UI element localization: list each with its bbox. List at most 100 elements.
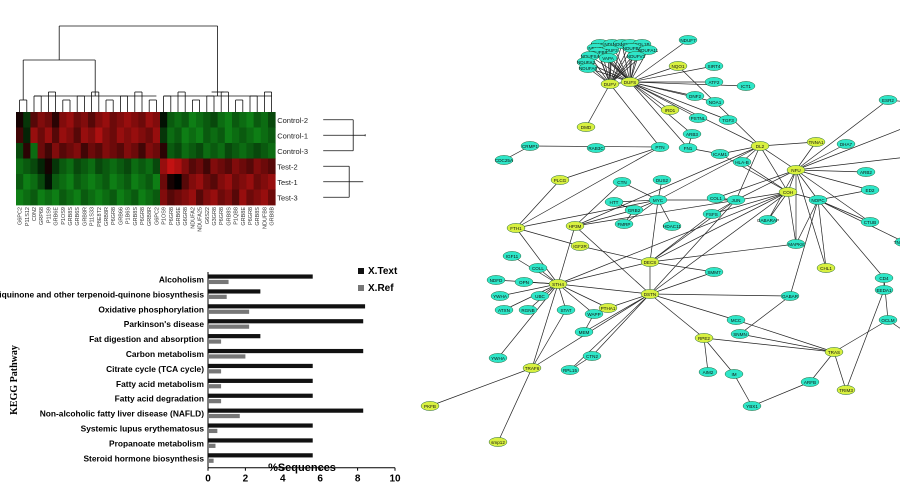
network-node xyxy=(894,237,900,247)
heatmap-cell xyxy=(124,127,132,144)
heatmap-cell xyxy=(260,158,269,175)
heatmap-col-label: NDUFA25 xyxy=(198,207,204,232)
heatmap-cell xyxy=(188,112,197,128)
network-edge xyxy=(531,309,567,369)
heatmap-cell xyxy=(131,158,139,175)
heatmap-cell xyxy=(95,143,103,159)
x-tick-label: 4 xyxy=(280,474,286,485)
bar-test xyxy=(208,408,364,413)
heatmap-col-label: GRB8S xyxy=(255,207,261,226)
network-node-label: ATXN xyxy=(498,308,510,313)
network-edge xyxy=(649,199,737,295)
network-edge xyxy=(557,283,595,315)
heatmap-cell xyxy=(23,174,31,190)
heatmap-cell xyxy=(23,143,31,159)
bar-ref xyxy=(208,458,214,463)
heatmap-cell xyxy=(30,127,38,144)
bar-ref xyxy=(208,309,250,314)
network-node xyxy=(878,95,898,105)
network-node-label: MAPK8 xyxy=(788,242,804,247)
heatmap-cell xyxy=(239,158,247,175)
bar-test xyxy=(208,304,366,309)
network-node xyxy=(488,437,508,447)
heatmap-cell xyxy=(174,158,182,175)
heatmap-col-label: GRB6E xyxy=(176,207,182,226)
network-node xyxy=(710,149,730,159)
network-node-label: GABAR xyxy=(782,294,799,299)
heatmap-cell xyxy=(160,189,168,206)
network-edge xyxy=(715,169,797,199)
category-label: Fatty acid degradation xyxy=(115,394,204,404)
network-node-label: JUN xyxy=(732,198,741,203)
network-edge xyxy=(649,271,715,295)
network-node-label: HDAC11 xyxy=(663,224,681,229)
heatmap-cell xyxy=(44,174,53,190)
network-edge xyxy=(789,199,819,297)
network-node-label: TRAS xyxy=(828,350,840,355)
network-node xyxy=(800,377,820,387)
heatmap-cell xyxy=(181,143,190,159)
heatmap-cell xyxy=(232,127,240,144)
heatmap-cell xyxy=(246,112,254,128)
network-node-label: ICT1 xyxy=(741,84,751,89)
network-node xyxy=(490,291,510,301)
bar-test xyxy=(208,363,313,369)
network-node xyxy=(778,187,798,197)
heatmap-cell xyxy=(239,143,247,159)
heatmap-cell xyxy=(210,112,218,128)
network-edge xyxy=(583,293,651,333)
heatmap-col-label: NDUFB8 xyxy=(262,207,268,229)
network-edge xyxy=(845,289,885,391)
heatmap-cell xyxy=(210,174,218,190)
network-node xyxy=(786,239,806,249)
network-node xyxy=(598,53,618,63)
network-node-label: PKFB xyxy=(424,404,436,409)
network-edge xyxy=(629,81,747,87)
network-edge xyxy=(657,145,761,201)
network-edge xyxy=(733,373,753,407)
heatmap-cell xyxy=(138,158,146,175)
heatmap-cell xyxy=(73,127,82,144)
heatmap-col-label: G6S22 xyxy=(205,207,211,224)
network-edge xyxy=(735,169,797,201)
network-edge xyxy=(649,213,713,263)
network-node-label: DUFS xyxy=(624,80,637,85)
network-edge xyxy=(589,55,631,83)
network-node-label: ATF2 xyxy=(709,80,720,85)
heatmap-cell xyxy=(109,112,118,128)
network-edge xyxy=(795,169,819,201)
network-node xyxy=(570,241,590,251)
network-node xyxy=(678,143,698,153)
heatmap-cell xyxy=(80,189,89,206)
heatmap-cell xyxy=(138,112,146,128)
heatmap-cell xyxy=(217,174,226,190)
heatmap-cell xyxy=(260,112,269,128)
heatmap-cell xyxy=(138,189,146,206)
heatmap-cell xyxy=(66,158,74,175)
network-edge xyxy=(795,169,867,173)
heatmap-cell xyxy=(59,127,67,144)
network-node-label: FTH1 xyxy=(510,226,522,231)
category-label: Alcoholism xyxy=(159,274,204,284)
x-tick-label: 10 xyxy=(389,474,401,485)
network-node-label: ARB2 xyxy=(860,170,872,175)
network-node-label: IGF11 xyxy=(506,254,519,259)
network-node-label: IGF2R xyxy=(573,244,587,249)
network-edge xyxy=(795,141,817,171)
heatmap-cell xyxy=(160,143,168,159)
network-node xyxy=(614,219,634,229)
network-edge xyxy=(515,199,659,229)
heatmap-cell xyxy=(109,143,118,159)
network-node xyxy=(640,257,660,267)
heatmap-cell xyxy=(174,127,182,144)
network-node-label: STAT xyxy=(560,308,571,313)
heatmap-cell xyxy=(253,143,262,159)
heatmap-cell xyxy=(152,158,161,175)
network-node xyxy=(704,77,724,87)
network-node-label: DUS2 xyxy=(656,178,669,183)
heatmap-cell xyxy=(253,189,262,206)
heatmap-col-label: GRB8S xyxy=(133,207,139,226)
heatmap-cell xyxy=(268,158,276,175)
heatmap-cell xyxy=(246,174,254,190)
